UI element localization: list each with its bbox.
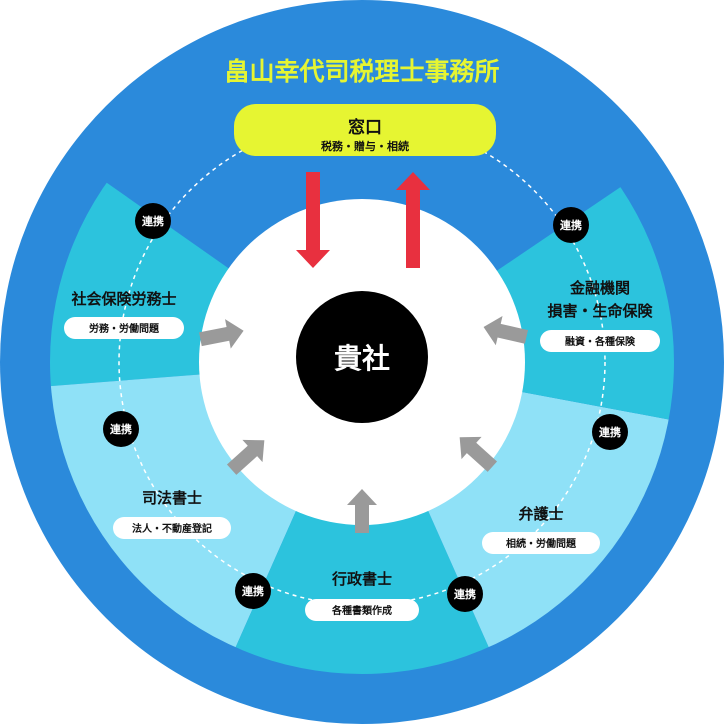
arrow-from-bottom-icon — [347, 489, 377, 533]
partner-tag: 法人・不動産登記 — [132, 522, 212, 535]
partner-administrative-scrivener: 行政書士 各種書類作成 — [305, 570, 419, 621]
partner-name: 弁護士 — [518, 505, 563, 523]
window-box — [234, 104, 496, 156]
link-badge-label: 連携 — [142, 214, 164, 228]
arrow-up-icon — [396, 172, 430, 268]
partner-tag-pill — [113, 517, 231, 539]
link-badge-left — [103, 411, 139, 447]
partner-lawyer: 弁護士 相続・労働問題 — [482, 505, 600, 554]
arrow-from-right-icon — [483, 316, 529, 346]
center-label: 貴社 — [334, 342, 390, 375]
link-badge-top-right — [553, 207, 589, 243]
link-badge-right — [592, 414, 628, 450]
partner-name: 司法書士 — [142, 489, 202, 507]
center-circle — [296, 291, 428, 423]
partner-name: 行政書士 — [331, 570, 392, 588]
arrow-from-left-icon — [199, 319, 244, 349]
arrow-from-lower-right-icon — [459, 436, 498, 472]
office-title: 畠山幸代司税理士事務所 — [224, 57, 499, 86]
partner-tag: 融資・各種保険 — [565, 335, 636, 348]
partner-name-line1: 金融機関 — [569, 279, 630, 297]
link-badge-bottom-left — [235, 573, 271, 609]
link-badge-label: 連携 — [242, 584, 264, 598]
partner-financial-institution: 金融機関 損害・生命保険 融資・各種保険 — [540, 279, 660, 352]
link-badge-label: 連携 — [560, 218, 582, 232]
arrow-from-lower-left-icon — [226, 439, 265, 475]
segment-bottom — [230, 362, 490, 674]
window-label: 窓口 — [348, 117, 382, 138]
gray-arrows — [199, 316, 529, 533]
partner-judicial-scrivener: 司法書士 法人・不動産登記 — [113, 489, 231, 539]
arrow-down-icon — [296, 172, 330, 268]
partner-tag: 相続・労働問題 — [506, 537, 577, 550]
partner-tag-pill — [482, 532, 600, 554]
partner-tag-pill — [305, 599, 419, 621]
partner-tag-pill — [540, 330, 660, 352]
link-badges: 連携 連携 連携 連携 連携 連携 — [103, 203, 628, 612]
partner-tag-pill — [64, 317, 184, 339]
link-badge-bottom-right — [447, 576, 483, 612]
link-badge-top-left — [135, 203, 171, 239]
partner-labor-consultant: 社会保険労務士 労務・労働問題 — [64, 290, 184, 339]
partner-name: 社会保険労務士 — [70, 290, 176, 308]
window-sub: 税務・贈与・相続 — [321, 139, 409, 153]
link-badge-label: 連携 — [454, 587, 476, 601]
link-badge-label: 連携 — [599, 425, 621, 439]
partner-tag: 各種書類作成 — [331, 604, 392, 617]
link-badge-label: 連携 — [110, 422, 132, 436]
partner-tag: 労務・労働問題 — [89, 322, 160, 335]
partner-name-line2: 損害・生命保険 — [547, 302, 653, 320]
